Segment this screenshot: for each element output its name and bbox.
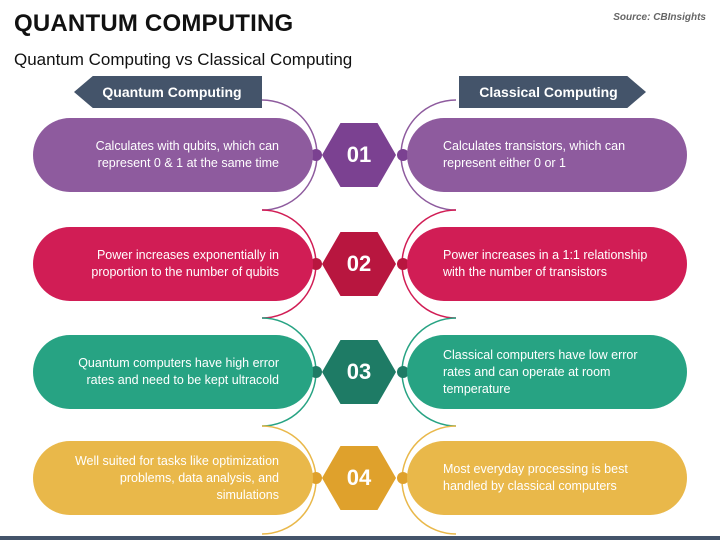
classical-point-4: Most everyday processing is best handled…	[407, 441, 687, 515]
classical-point-2-text: Power increases in a 1:1 relationship wi…	[443, 248, 648, 279]
page-title: QUANTUM COMPUTING	[14, 10, 294, 37]
row-number-badge-4: 04	[322, 446, 396, 510]
footer-bar	[0, 536, 720, 540]
row-number-badge-2: 02	[322, 232, 396, 296]
classical-point-3-text: Classical computers have low error rates…	[443, 347, 638, 396]
classical-column-header: Classical Computing	[459, 76, 646, 108]
quantum-column-header: Quantum Computing	[74, 76, 262, 108]
quantum-point-4-text: Well suited for tasks like optimization …	[74, 453, 279, 502]
row-number-badge-1: 01	[322, 123, 396, 187]
quantum-point-1-text: Calculates with qubits, which can repres…	[95, 139, 279, 170]
classical-point-4-text: Most everyday processing is best handled…	[443, 462, 628, 493]
quantum-point-3: Quantum computers have high error rates …	[33, 335, 313, 409]
classical-point-3: Classical computers have low error rates…	[407, 335, 687, 409]
classical-point-2: Power increases in a 1:1 relationship wi…	[407, 227, 687, 301]
source-note: Source: CBInsights	[613, 12, 706, 23]
quantum-point-3-text: Quantum computers have high error rates …	[78, 356, 279, 387]
quantum-point-1: Calculates with qubits, which can repres…	[33, 118, 313, 192]
row-number-badge-3: 03	[322, 340, 396, 404]
page-subtitle: Quantum Computing vs Classical Computing	[14, 50, 353, 69]
quantum-point-2-text: Power increases exponentially in proport…	[91, 248, 279, 279]
classical-point-1-text: Calculates transistors, which can repres…	[443, 139, 626, 170]
classical-point-1: Calculates transistors, which can repres…	[407, 118, 687, 192]
quantum-point-2: Power increases exponentially in proport…	[33, 227, 313, 301]
quantum-point-4: Well suited for tasks like optimization …	[33, 441, 313, 515]
